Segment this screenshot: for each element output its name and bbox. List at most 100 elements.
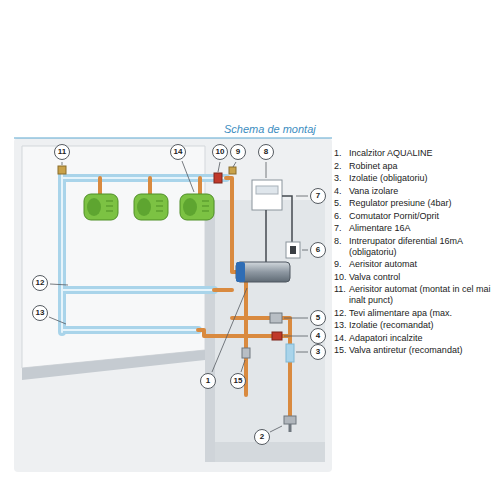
heater-cap: [236, 262, 245, 282]
parts-list-row: 9.Aerisitor automat: [334, 259, 496, 270]
pipe-insulation: [286, 344, 294, 362]
list-text: Comutator Pornit/Oprit: [349, 211, 496, 222]
callout-number: 14: [170, 144, 186, 160]
list-number: 12.: [334, 308, 349, 319]
on-off-switch: [286, 242, 300, 258]
list-text: Adapatori incalzite: [349, 333, 496, 344]
recess-wall: [205, 200, 325, 462]
callout-number: 3: [310, 344, 326, 360]
list-text: Intrerupator diferential 16mA (obligator…: [349, 236, 496, 258]
floor-ledge: [22, 350, 205, 380]
parts-list-row: 14.Adapatori incalzite: [334, 333, 496, 344]
list-text: Valva antiretur (recomandat): [349, 345, 496, 356]
parts-list-row: 13.Izolatie (recomandat): [334, 320, 496, 331]
leader-line: [49, 161, 308, 432]
heater-grille: [156, 201, 163, 211]
callout-number: 1: [200, 373, 216, 389]
diagram-title: Schema de montaj: [224, 122, 316, 136]
list-number: 4.: [334, 186, 349, 197]
air-vent: [58, 166, 66, 174]
list-number: 2.: [334, 161, 349, 172]
callout-number: 5: [310, 310, 326, 326]
air-vent: [229, 167, 236, 174]
list-text: Robinet apa: [349, 161, 496, 172]
wall-pillar: [205, 200, 215, 462]
list-number: 6.: [334, 211, 349, 222]
list-text: Tevi alimentare apa (max.: [349, 308, 496, 319]
list-number: 7.: [334, 223, 349, 234]
list-text: Regulator presiune (4bar): [349, 198, 496, 209]
callout-number: 12: [32, 275, 48, 291]
parts-list-row: 4.Vana izolare: [334, 186, 496, 197]
list-number: 15.: [334, 345, 349, 356]
callout-number: 6: [310, 242, 326, 258]
tap-spout: [289, 424, 292, 432]
parts-list-row: 7.Alimentare 16A: [334, 223, 496, 234]
list-number: 3.: [334, 173, 349, 184]
pressure-regulator: [270, 313, 282, 323]
heater-grille: [106, 201, 113, 211]
parts-list-row: 1.Incalzitor AQUALINE: [334, 148, 496, 159]
parts-list-row: 8.Intrerupator diferential 16mA (obligat…: [334, 236, 496, 258]
heater-adapter: [180, 194, 214, 220]
callout-number: 13: [32, 305, 48, 321]
list-number: 9.: [334, 259, 349, 270]
breaker-row: [256, 186, 278, 194]
recess-floor: [215, 442, 325, 462]
parts-list-row: 10.Valva control: [334, 272, 496, 283]
parts-list-row: 15.Valva antiretur (recomandat): [334, 345, 496, 356]
callout-number: 9: [230, 144, 246, 160]
heater-body: [84, 194, 118, 220]
callout-number: 8: [258, 144, 274, 160]
list-number: 14.: [334, 333, 349, 344]
callout-number: 7: [310, 188, 326, 204]
parts-list-row: 2.Robinet apa: [334, 161, 496, 172]
list-text: Incalzitor AQUALINE: [349, 148, 496, 159]
callout-number: 10: [212, 144, 228, 160]
list-number: 11.: [334, 284, 349, 306]
callout-number: 11: [54, 144, 70, 160]
copper-pipe: [100, 178, 290, 418]
parts-list-row: 5.Regulator presiune (4bar): [334, 198, 496, 209]
list-number: 8.: [334, 236, 349, 258]
insulated-pipe: [62, 174, 226, 332]
list-text: Izolatie (recomandat): [349, 320, 496, 331]
list-number: 13.: [334, 320, 349, 331]
callout-number: 15: [230, 373, 246, 389]
aqualine-heater: [236, 262, 290, 282]
list-text: Aerisitor automat (montat in cel mai ina…: [349, 284, 496, 306]
scene-panel: [14, 138, 332, 472]
heater-body: [180, 194, 214, 220]
breaker-box: [252, 180, 282, 210]
heater-body: [134, 194, 168, 220]
heater-fan: [87, 198, 101, 216]
parts-list-row: 12.Tevi alimentare apa (max.: [334, 308, 496, 319]
heater-adapter: [134, 194, 168, 220]
callout-number: 4: [310, 328, 326, 344]
check-valve: [242, 348, 250, 358]
heater-fan: [183, 198, 197, 216]
water-tap: [284, 416, 296, 424]
parts-list: 1.Incalzitor AQUALINE2.Robinet apa3.Izol…: [334, 148, 496, 358]
list-text: Valva control: [349, 272, 496, 283]
parts-list-row: 3.Izolatie (obligatoriu): [334, 173, 496, 184]
parts-list-row: 6.Comutator Pornit/Oprit: [334, 211, 496, 222]
list-number: 1.: [334, 148, 349, 159]
list-text: Alimentare 16A: [349, 223, 496, 234]
list-text: Aerisitor automat: [349, 259, 496, 270]
title-rule: [14, 138, 332, 139]
list-number: 5.: [334, 198, 349, 209]
pipe-highlight: [62, 174, 226, 332]
callout-number: 2: [254, 429, 270, 445]
switch-rocker: [290, 246, 296, 254]
list-text: Izolatie (obligatoriu): [349, 173, 496, 184]
parts-list-row: 11.Aerisitor automat (montat in cel mai …: [334, 284, 496, 306]
heater-adapter: [84, 194, 118, 220]
list-number: 10.: [334, 272, 349, 283]
list-text: Vana izolare: [349, 186, 496, 197]
isolation-valve: [272, 332, 282, 340]
heater-grille: [202, 201, 209, 211]
heater-fan: [137, 198, 151, 216]
